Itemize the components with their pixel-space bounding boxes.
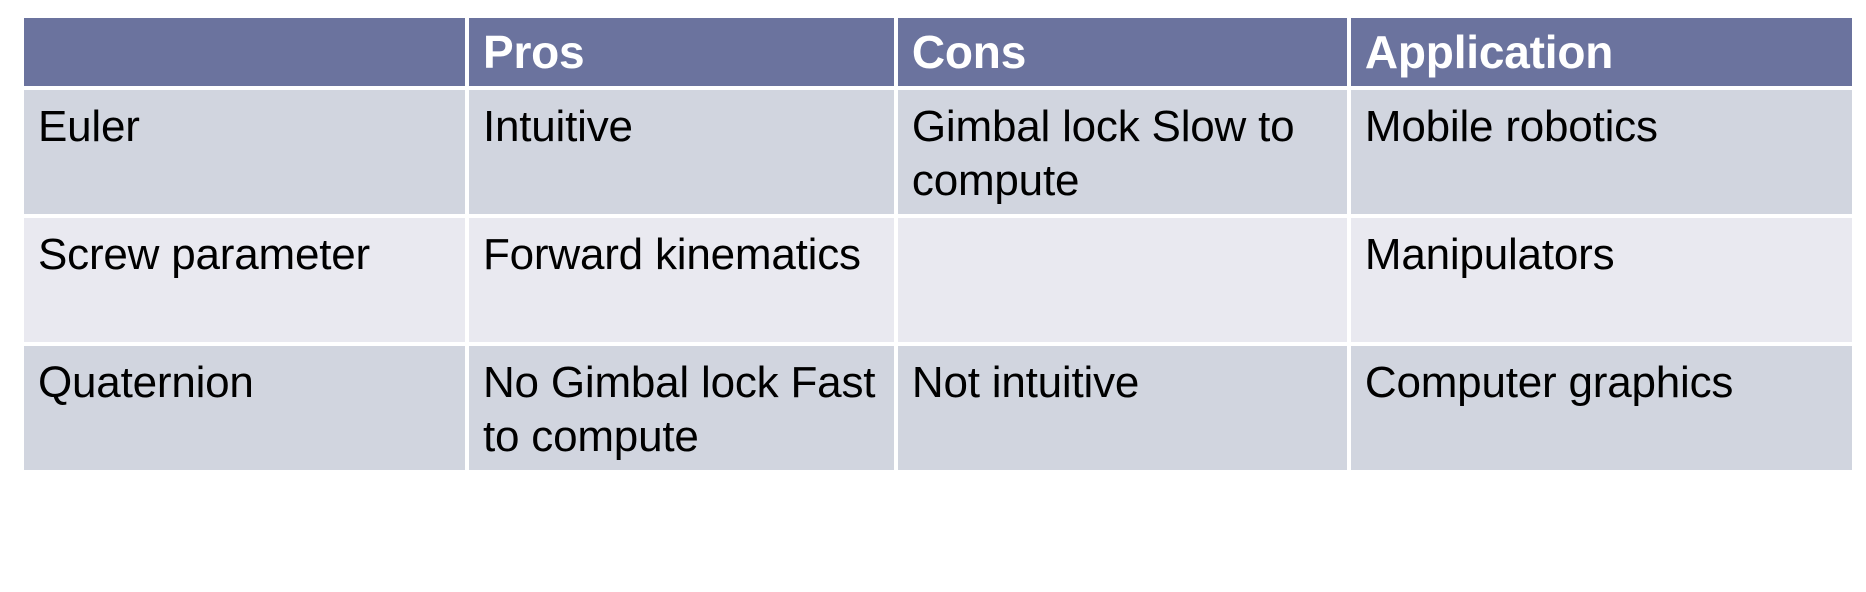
- cell-pros-text: No Gimbal lock Fast to compute: [482, 358, 876, 461]
- cell-application-text: Computer graphics: [1364, 358, 1734, 407]
- table-header: Pros Cons Application: [24, 18, 1852, 86]
- cell-pros: No Gimbal lock Fast to compute: [468, 346, 894, 470]
- cell-pros: Intuitive: [468, 90, 894, 214]
- cell-method-text: Screw parameter: [38, 230, 371, 279]
- cell-cons-text: Gimbal lock Slow to compute: [911, 102, 1295, 205]
- cell-application-text: Manipulators: [1364, 230, 1615, 279]
- cell-cons-text: [912, 218, 1333, 219]
- cell-cons: Not intuitive: [897, 346, 1347, 470]
- cell-method-text: Quaternion: [38, 358, 254, 407]
- column-header-application: Application: [1350, 18, 1852, 86]
- column-header-cons: Cons: [897, 18, 1347, 86]
- table-row: Euler Intuitive Gimbal lock Slow to comp…: [24, 90, 1852, 214]
- cell-method-text: Euler: [38, 102, 140, 151]
- column-header-method: [24, 18, 465, 86]
- table-body: Euler Intuitive Gimbal lock Slow to comp…: [24, 90, 1852, 470]
- cell-method: Quaternion: [24, 346, 465, 470]
- cell-cons: Gimbal lock Slow to compute: [897, 90, 1347, 214]
- table-row: Quaternion No Gimbal lock Fast to comput…: [24, 346, 1852, 470]
- cell-application-text: Mobile robotics: [1364, 102, 1658, 151]
- rotation-representation-comparison-table: Pros Cons Application Euler Intuitive Gi…: [20, 14, 1856, 474]
- cell-pros-text: Forward kinematics: [482, 230, 861, 279]
- table-row: Screw parameter Forward kinematics Manip…: [24, 218, 1852, 342]
- table-header-row: Pros Cons Application: [24, 18, 1852, 86]
- cell-method: Euler: [24, 90, 465, 214]
- cell-pros: Forward kinematics: [468, 218, 894, 342]
- column-header-pros: Pros: [468, 18, 894, 86]
- cell-cons: [897, 218, 1347, 342]
- cell-application: Computer graphics: [1350, 346, 1852, 470]
- cell-method: Screw parameter: [24, 218, 465, 342]
- cell-cons-text: Not intuitive: [911, 358, 1140, 407]
- cell-application: Manipulators: [1350, 218, 1852, 342]
- cell-application: Mobile robotics: [1350, 90, 1852, 214]
- cell-pros-text: Intuitive: [482, 102, 633, 151]
